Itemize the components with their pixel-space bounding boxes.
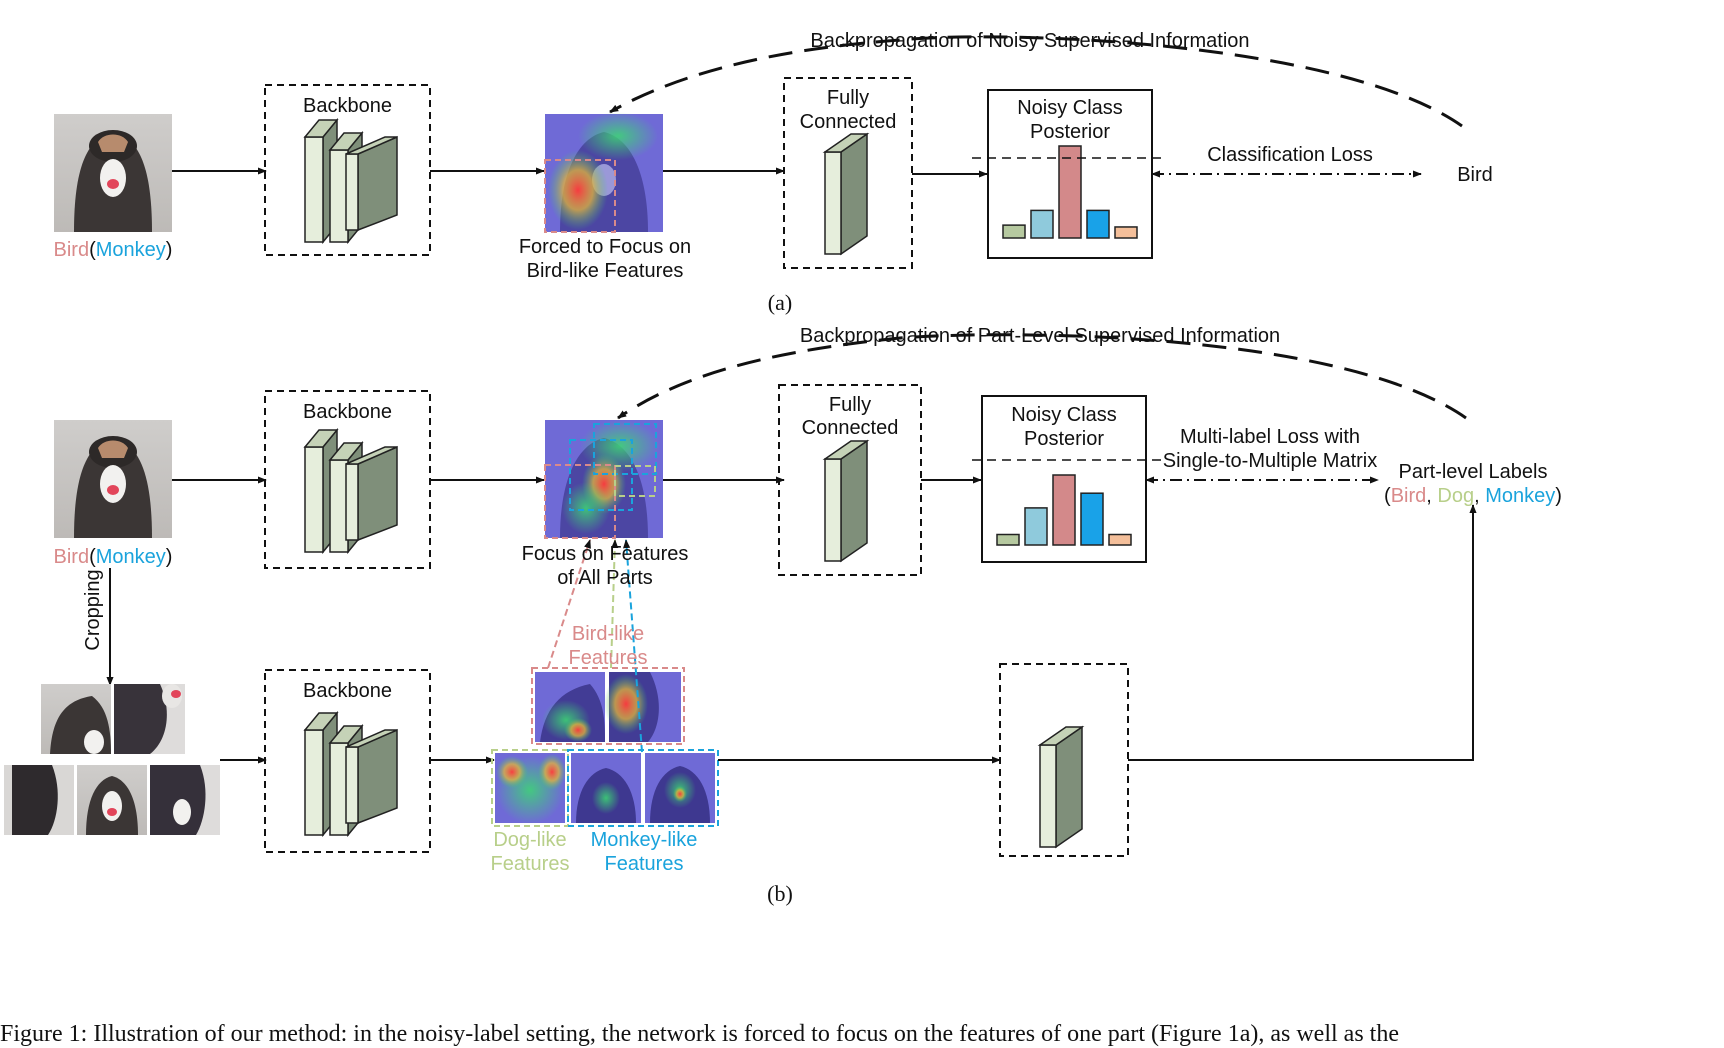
monkey-feature-link [623,539,643,753]
dog-like-label-line2: Features [490,853,570,875]
posterior-bar [1080,492,1104,546]
figure-caption: Figure 1: Illustration of our method: in… [0,1021,1399,1047]
arrow-fc-to-part-labels [1128,504,1477,761]
dog-like-label-line1: Dog-like [493,829,567,851]
input-image-b [54,420,172,538]
part-level-labels-title: Part-level Labels [1398,461,1548,483]
classification-loss-label: Classification Loss [1207,144,1373,166]
backprop-label-a: Backpropagation of Noisy Supervised Info… [810,30,1250,52]
posterior-bars-a [1002,145,1138,239]
multilabel-loss-label-line2: Single-to-Multiple Matrix [1162,450,1378,472]
posterior-bars-b [996,474,1132,546]
backbone-blocks-a [303,117,398,245]
fc-label-b-line2: Connected [801,417,899,439]
panel-b [4,333,1477,857]
backbone-label-a: Backbone [303,95,392,117]
posterior-bar [1030,209,1054,239]
fc-block-c [1037,725,1085,849]
bird-label: Bird [1390,485,1427,507]
part-level-labels: (Bird, Dog, Monkey) [1370,484,1576,508]
monkey-like-group-box [567,749,719,827]
monkey-like-label-line2: Features [604,853,684,875]
posterior-bar [1086,209,1110,239]
fc-label-a-line1: Fully [826,87,870,109]
backbone-label-c: Backbone [303,680,392,702]
part-feature-maps [491,667,719,827]
paren: ( [89,239,96,261]
posterior-bar [1114,226,1138,239]
feature-caption-b-line1: Focus on Features [521,543,689,565]
crop-patch [77,765,147,835]
part-feature-map [535,672,605,742]
posterior-bar [1002,224,1026,239]
fc-box-b [778,384,922,576]
paren: ( [89,546,96,568]
crop-patch [114,684,185,754]
backbone-blocks-b [303,427,398,555]
backbone-label-b: Backbone [303,401,392,423]
feature-map-b [544,420,663,539]
bird-like-label-line1: Bird-like [571,623,645,645]
fc-block-a [822,132,870,256]
cropped-patches [4,684,220,835]
posterior-label-a-line1: Noisy Class [1017,97,1123,119]
bird-label: Bird [53,239,90,261]
posterior-bar [1058,145,1082,239]
posterior-label-b-line1: Noisy Class [1011,404,1117,426]
posterior-label-a-line2: Posterior [1029,121,1111,143]
part-feature-map [645,753,715,823]
backprop-arc-b [617,333,1467,420]
paren: ) [165,546,173,568]
multilabel-loss-label-line1: Multi-label Loss with [1179,426,1361,448]
bird-label: Bird [53,546,90,568]
monkey-label: Monkey [95,239,166,261]
monkey-label: Monkey [1485,485,1556,507]
panel-a [54,35,1463,269]
part-feature-map [571,753,641,823]
paren: ) [1555,485,1562,507]
posterior-label-b-line2: Posterior [1023,428,1105,450]
crop-patch [4,765,74,835]
paren: ) [165,239,173,261]
paren: ( [1384,485,1391,507]
separator: , [1474,485,1486,507]
feature-caption-a-line1: Forced to Focus on [518,236,692,258]
monkey-like-label-line1: Monkey-like [590,829,698,851]
fc-box-c [999,663,1129,857]
feature-caption-b-line2: of All Parts [557,567,653,589]
backprop-arc-a [609,35,1463,128]
sublabel-b: (b) [767,881,793,906]
separator: , [1426,485,1438,507]
cropping-label: Cropping [82,569,104,651]
target-label-a: Bird [1457,164,1493,186]
part-feature-map [604,672,681,742]
posterior-bar [1108,533,1132,546]
input-label-b: Bird(Monkey) [40,545,186,569]
backbone-blocks-c [303,710,398,838]
fc-block-b [822,439,870,563]
feature-map-a [544,112,663,233]
part-feature-map [495,753,566,824]
feature-caption-a-line2: Bird-like Features [526,260,684,282]
input-image-a [54,114,172,232]
posterior-bar [1024,507,1048,546]
posterior-bar [996,533,1020,546]
bird-like-group-box [531,667,685,745]
bird-like-label-line2: Features [568,647,648,669]
input-label-a: Bird(Monkey) [40,238,186,262]
monkey-label: Monkey [95,546,166,568]
fc-label-b-line1: Fully [828,394,872,416]
sublabel-a: (a) [767,290,793,315]
crop-patch [41,684,111,754]
fc-label-a-line2: Connected [799,111,897,133]
dog-label: Dog [1437,485,1475,507]
posterior-bar [1052,474,1076,546]
backprop-label-b: Backpropagation of Part-Level Supervised… [799,325,1281,347]
crop-patch [150,765,220,835]
bird-feature-link [547,539,591,669]
